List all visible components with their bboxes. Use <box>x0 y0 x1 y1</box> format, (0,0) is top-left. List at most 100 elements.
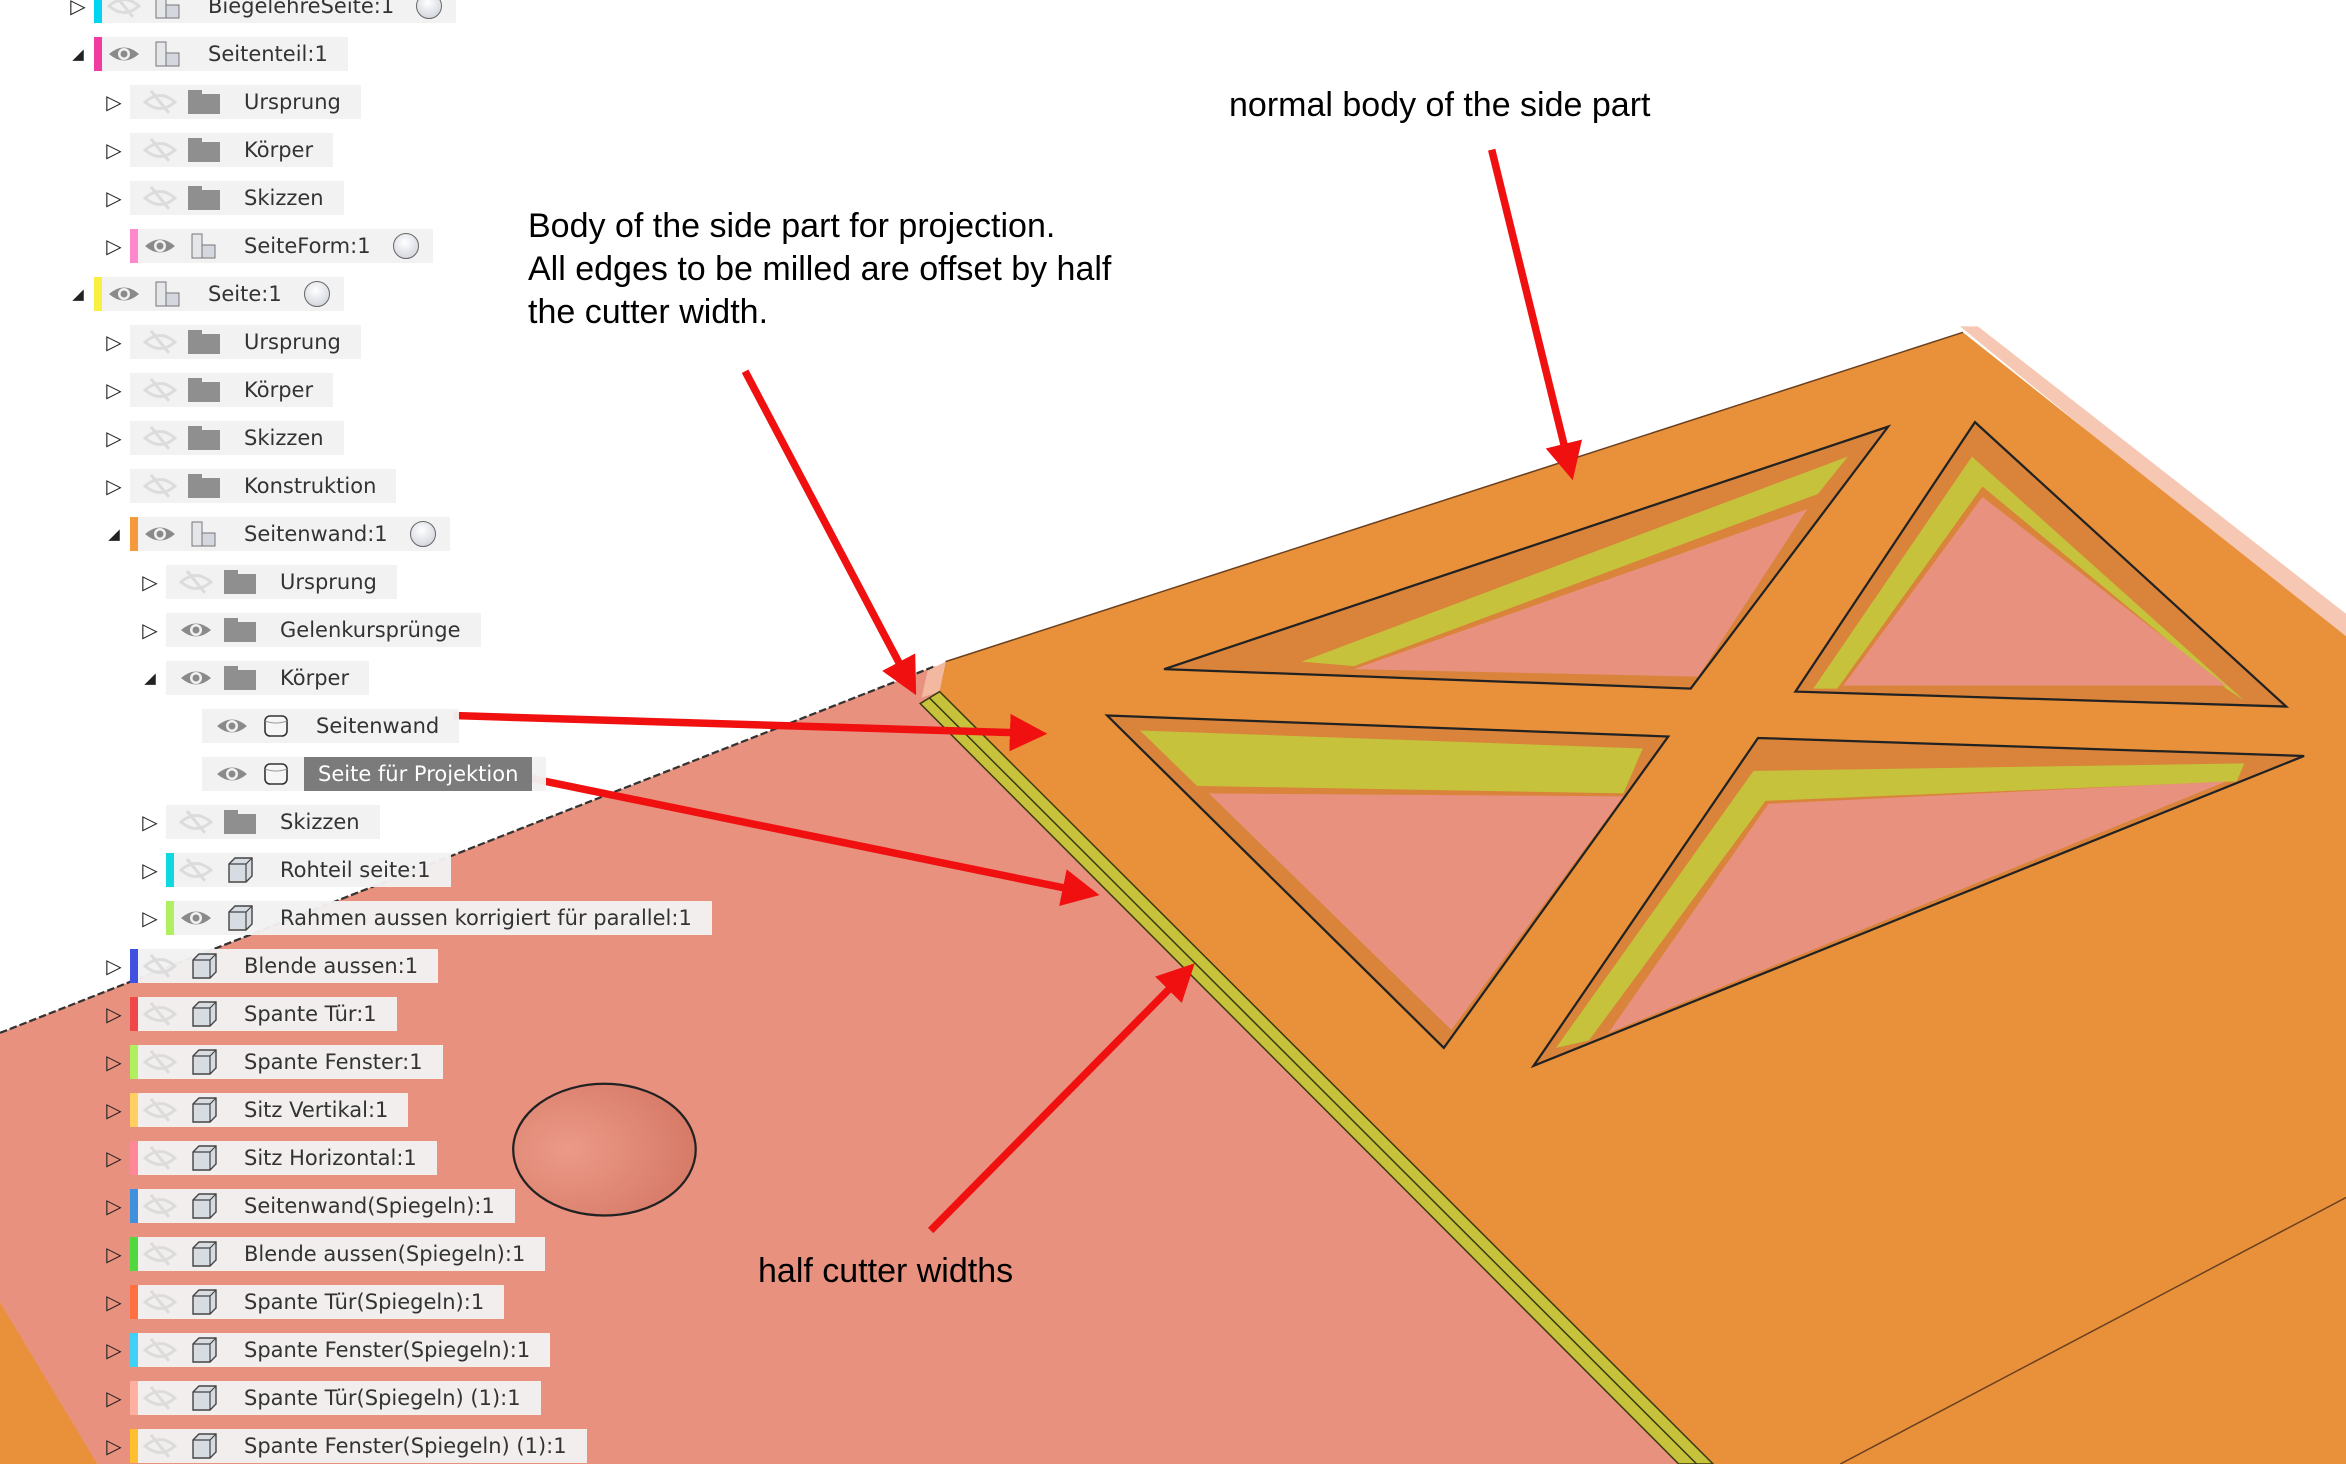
eye-hidden-icon[interactable] <box>138 949 182 983</box>
tree-item[interactable]: Ursprung <box>130 325 361 359</box>
tree-item[interactable]: Gelenkursprünge <box>166 613 481 647</box>
eye-hidden-icon[interactable] <box>138 325 182 359</box>
tree-item[interactable]: Blende aussen:1 <box>130 949 439 983</box>
eye-hidden-icon[interactable] <box>138 1093 182 1127</box>
tree-item[interactable]: Spante Tür:1 <box>130 997 397 1031</box>
activate-radio-button[interactable] <box>409 521 436 547</box>
eye-hidden-icon[interactable] <box>138 181 182 215</box>
collapsed-triangle-icon[interactable]: ▷ <box>142 906 158 930</box>
collapsed-triangle-icon[interactable]: ▷ <box>106 1338 122 1362</box>
eye-hidden-icon[interactable] <box>138 997 182 1031</box>
eye-hidden-icon[interactable] <box>138 1189 182 1223</box>
tree-item-label[interactable]: Körper <box>280 666 350 690</box>
eye-hidden-icon[interactable] <box>138 133 182 167</box>
tree-item[interactable]: Sitz Vertikal:1 <box>130 1093 409 1127</box>
tree-item-label[interactable]: Blende aussen:1 <box>244 954 419 978</box>
tree-item[interactable]: Skizzen <box>166 805 380 839</box>
eye-hidden-icon[interactable] <box>138 421 182 455</box>
collapsed-triangle-icon[interactable]: ▷ <box>142 858 158 882</box>
tree-item[interactable]: Spante Fenster:1 <box>130 1045 443 1079</box>
eye-hidden-icon[interactable] <box>174 853 218 887</box>
tree-item[interactable]: Ursprung <box>166 565 397 599</box>
tree-item[interactable]: Blende aussen(Spiegeln):1 <box>130 1237 546 1271</box>
collapsed-triangle-icon[interactable]: ▷ <box>106 1146 122 1170</box>
tree-item[interactable]: Skizzen <box>130 421 344 455</box>
tree-item[interactable]: Rohteil seite:1 <box>166 853 451 887</box>
tree-item-label[interactable]: Gelenkursprünge <box>280 618 461 642</box>
collapsed-triangle-icon[interactable]: ▷ <box>106 1194 122 1218</box>
collapsed-triangle-icon[interactable]: ▷ <box>106 426 122 450</box>
tree-item-label[interactable]: Rohteil seite:1 <box>280 858 431 882</box>
eye-hidden-icon[interactable] <box>138 1141 182 1175</box>
tree-item-label[interactable]: Sitz Vertikal:1 <box>244 1098 389 1122</box>
tree-item-label[interactable]: BiegelehreSeite:1 <box>208 0 395 18</box>
tree-item-label[interactable]: Sitz Horizontal:1 <box>244 1146 417 1170</box>
tree-item[interactable]: Körper <box>166 661 370 695</box>
collapsed-triangle-icon[interactable]: ▷ <box>106 138 122 162</box>
tree-item-label[interactable]: Ursprung <box>244 90 341 114</box>
tree-item-label[interactable]: Skizzen <box>280 810 360 834</box>
tree-item-label[interactable]: Rahmen aussen korrigiert für parallel:1 <box>280 906 692 930</box>
tree-item-label[interactable]: Seitenwand(Spiegeln):1 <box>244 1194 495 1218</box>
tree-item-label[interactable]: Seite:1 <box>208 282 282 306</box>
collapsed-triangle-icon[interactable]: ▷ <box>106 90 122 114</box>
tree-item[interactable]: Seite für Projektion <box>202 757 547 791</box>
collapsed-triangle-icon[interactable]: ▷ <box>106 186 122 210</box>
tree-item-label[interactable]: Spante Tür(Spiegeln):1 <box>244 1290 485 1314</box>
tree-item-label[interactable]: Skizzen <box>244 426 324 450</box>
tree-item[interactable]: Spante Tür(Spiegeln) (1):1 <box>130 1381 541 1415</box>
tree-item-label[interactable]: Seitenwand <box>316 714 440 738</box>
eye-icon[interactable] <box>210 709 254 743</box>
tree-item-label[interactable]: Körper <box>244 378 314 402</box>
tree-item[interactable]: Körper <box>130 373 334 407</box>
collapsed-triangle-icon[interactable]: ▷ <box>106 1290 122 1314</box>
eye-icon[interactable] <box>174 661 218 695</box>
tree-item-label[interactable]: Spante Fenster(Spiegeln):1 <box>244 1338 531 1362</box>
activate-radio-button[interactable] <box>392 233 419 259</box>
tree-item-label[interactable]: Spante Fenster:1 <box>244 1050 423 1074</box>
tree-item-label[interactable]: Spante Fenster(Spiegeln) (1):1 <box>244 1434 567 1458</box>
expanded-triangle-icon[interactable]: ◢ <box>72 45 84 63</box>
collapsed-triangle-icon[interactable]: ▷ <box>106 378 122 402</box>
expanded-triangle-icon[interactable]: ◢ <box>144 669 156 687</box>
tree-item-label[interactable]: Seitenwand:1 <box>244 522 388 546</box>
eye-icon[interactable] <box>210 757 254 791</box>
eye-icon[interactable] <box>174 613 218 647</box>
tree-item[interactable]: Sitz Horizontal:1 <box>130 1141 437 1175</box>
collapsed-triangle-icon[interactable]: ▷ <box>106 1386 122 1410</box>
collapsed-triangle-icon[interactable]: ▷ <box>142 810 158 834</box>
tree-item-label[interactable]: Ursprung <box>244 330 341 354</box>
tree-item[interactable]: BiegelehreSeite:1 <box>94 0 457 23</box>
tree-item[interactable]: SeiteForm:1 <box>130 229 433 263</box>
tree-item[interactable]: Seitenteil:1 <box>94 37 348 71</box>
tree-item-label[interactable]: SeiteForm:1 <box>244 234 371 258</box>
tree-item-label[interactable]: Konstruktion <box>244 474 377 498</box>
eye-hidden-icon[interactable] <box>138 1237 182 1271</box>
eye-icon[interactable] <box>174 901 218 935</box>
eye-hidden-icon[interactable] <box>138 469 182 503</box>
eye-hidden-icon[interactable] <box>138 1285 182 1319</box>
activate-radio-button[interactable] <box>303 281 330 307</box>
eye-icon[interactable] <box>138 517 182 551</box>
tree-item-label[interactable]: Ursprung <box>280 570 377 594</box>
collapsed-triangle-icon[interactable]: ▷ <box>106 1434 122 1458</box>
tree-item[interactable]: Skizzen <box>130 181 344 215</box>
collapsed-triangle-icon[interactable]: ▷ <box>106 330 122 354</box>
collapsed-triangle-icon[interactable]: ▷ <box>106 474 122 498</box>
eye-hidden-icon[interactable] <box>138 373 182 407</box>
tree-item[interactable]: Seitenwand(Spiegeln):1 <box>130 1189 515 1223</box>
eye-hidden-icon[interactable] <box>174 805 218 839</box>
collapsed-triangle-icon[interactable]: ▷ <box>106 1242 122 1266</box>
collapsed-triangle-icon[interactable]: ▷ <box>106 954 122 978</box>
collapsed-triangle-icon[interactable]: ▷ <box>106 1002 122 1026</box>
tree-item-label[interactable]: Seitenteil:1 <box>208 42 328 66</box>
eye-hidden-icon[interactable] <box>138 1333 182 1367</box>
tree-item-label[interactable]: Skizzen <box>244 186 324 210</box>
tree-item[interactable]: Körper <box>130 133 334 167</box>
eye-hidden-icon[interactable] <box>138 1045 182 1079</box>
collapsed-triangle-icon[interactable]: ▷ <box>70 0 86 18</box>
tree-item[interactable]: Seitenwand <box>202 709 460 743</box>
tree-item-label[interactable]: Blende aussen(Spiegeln):1 <box>244 1242 526 1266</box>
eye-hidden-icon[interactable] <box>138 1381 182 1415</box>
